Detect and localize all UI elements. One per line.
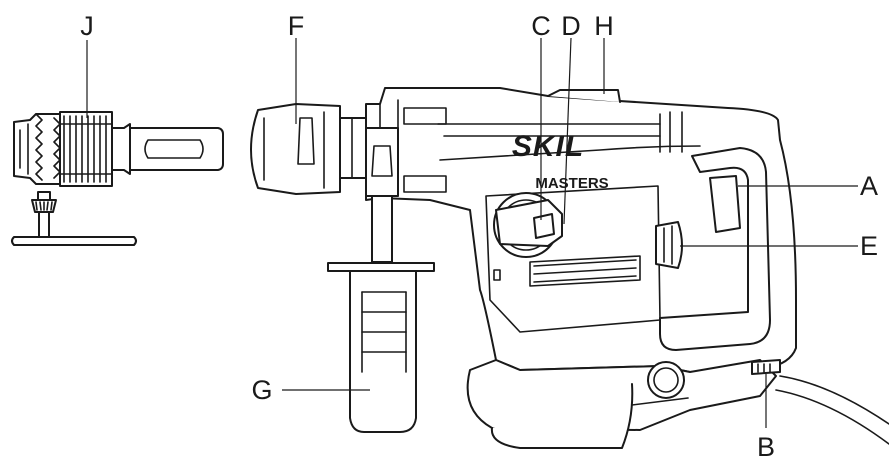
brand-series: MASTERS — [535, 175, 608, 192]
depth-stop-knob — [655, 221, 683, 269]
callout-labels: J F C D H A E G B — [80, 11, 878, 462]
callout-f: F — [288, 11, 305, 41]
callout-b: B — [757, 432, 775, 462]
keyed-chuck — [13, 111, 224, 187]
callout-g: G — [251, 375, 272, 405]
auxiliary-handle — [327, 127, 435, 433]
top-rail — [547, 89, 621, 103]
selector-lock-button — [533, 213, 555, 239]
leader-lines — [86, 37, 858, 428]
callout-j: J — [80, 11, 94, 41]
chuck-key — [11, 191, 137, 246]
callout-d: D — [561, 11, 581, 41]
chuck — [250, 103, 367, 195]
callout-a: A — [860, 171, 878, 201]
lock-on-switch — [751, 359, 781, 375]
callout-c: C — [531, 11, 551, 41]
callout-e: E — [860, 231, 878, 261]
housing — [365, 87, 889, 449]
brand-logo: SKIL — [512, 130, 584, 163]
trigger — [709, 175, 741, 233]
callout-h: H — [594, 11, 614, 41]
